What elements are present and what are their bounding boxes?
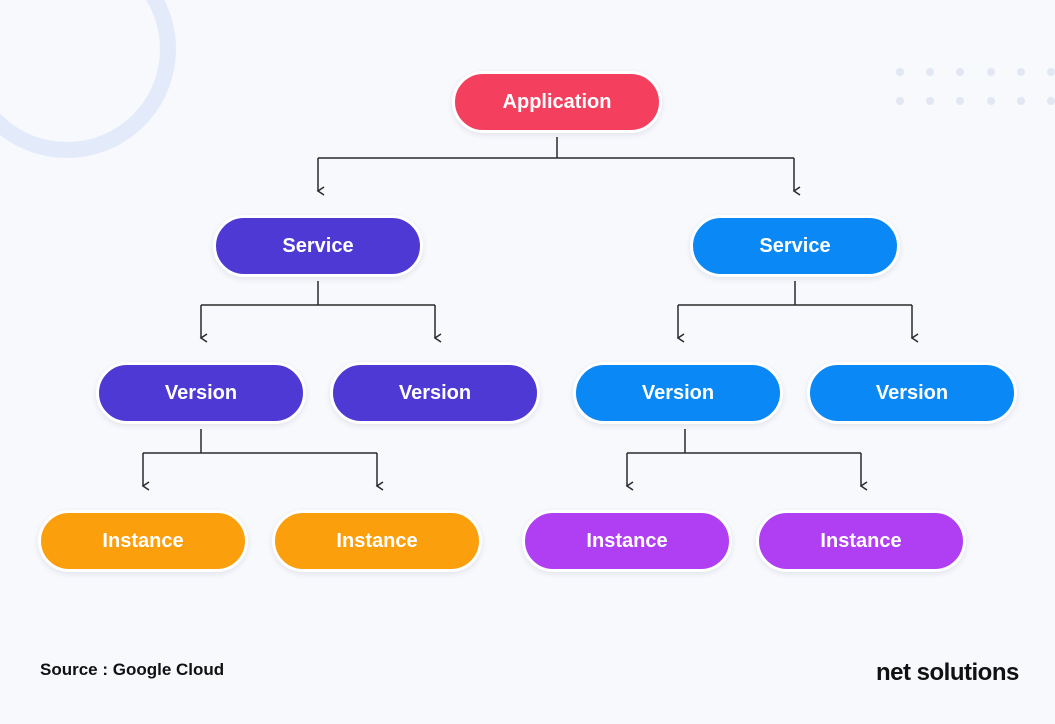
- version-node-4: Version: [807, 362, 1017, 424]
- version-node-3: Version: [573, 362, 783, 424]
- source-caption: Source : Google Cloud: [40, 660, 225, 679]
- instance-node-3: Instance: [522, 510, 732, 572]
- service-node-left: Service: [213, 215, 423, 277]
- version-node-1: Version: [96, 362, 306, 424]
- instance-node-1: Instance: [38, 510, 248, 572]
- connector-application-to-services: [318, 137, 794, 159]
- application-node: Application: [452, 71, 662, 133]
- service-node-right: Service: [690, 215, 900, 277]
- connector-version-right-to-instances: [627, 429, 861, 454]
- decorative-dot-grid: [892, 64, 1055, 110]
- connector-service-right-to-versions: [678, 281, 912, 306]
- connector-service-left-to-versions: [201, 281, 435, 306]
- brand-logo: net solutions: [876, 659, 1019, 686]
- instance-node-4: Instance: [756, 510, 966, 572]
- version-node-2: Version: [330, 362, 540, 424]
- instance-node-2: Instance: [272, 510, 482, 572]
- connector-version-left-to-instances: [143, 429, 377, 454]
